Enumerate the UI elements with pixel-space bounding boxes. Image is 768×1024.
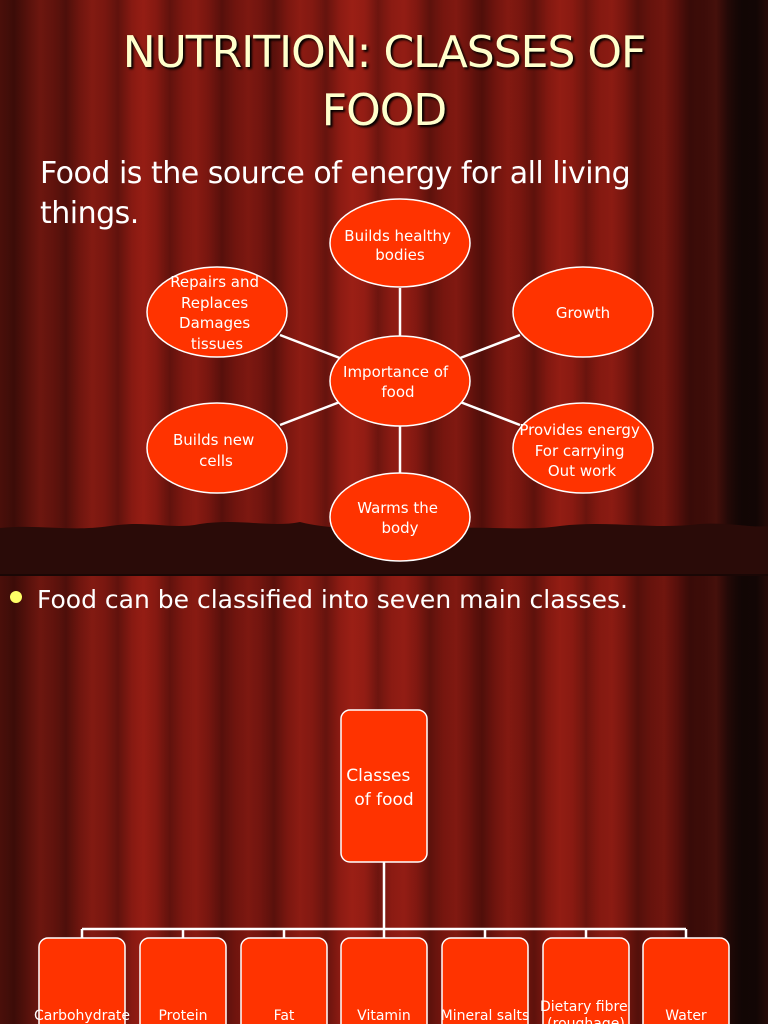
- connector-bottom-left: [279, 398, 346, 427]
- root-label: Classes of food: [346, 766, 415, 810]
- connector-top-right: [454, 333, 521, 362]
- slide-divider: [0, 574, 768, 577]
- root-box: [340, 709, 428, 863]
- node-top-label: Builds healthy bodies: [344, 227, 455, 264]
- spider-connectors: [279, 288, 521, 473]
- class-label-2: Protein: [158, 1008, 207, 1024]
- node-bottom-left: [146, 402, 288, 494]
- node-top-left: [146, 266, 288, 358]
- node-top: [329, 198, 471, 288]
- class-box-1: [38, 937, 126, 1024]
- intro-line-2: things.: [40, 196, 139, 231]
- node-top-left-label: Repairs and Replaces Damages tissues: [170, 273, 264, 353]
- class-box-5: [441, 937, 529, 1024]
- class-box-7: [642, 937, 730, 1024]
- title-line-2: FOOD: [321, 85, 447, 136]
- node-bottom-right-label: Provides energy For carrying Out work: [519, 421, 644, 480]
- node-bottom-right: [512, 402, 654, 494]
- bullet-text: Food can be classified into seven main c…: [37, 585, 628, 614]
- tree-connectors: [80, 862, 688, 940]
- class-box-4: [340, 937, 428, 1024]
- node-center-label: Importance of food: [343, 363, 453, 401]
- node-bottom-left-label: Builds new cells: [173, 431, 259, 470]
- class-label-5: Mineral salts: [441, 1008, 530, 1024]
- node-top-right: [512, 266, 654, 358]
- connector-bottom-right: [454, 398, 521, 427]
- spider-nodes: [146, 198, 654, 562]
- class-box-6: [542, 937, 630, 1024]
- class-label-4: Vitamin: [357, 1008, 411, 1024]
- intro-line-1: Food is the source of energy for all liv…: [40, 156, 631, 191]
- title-line-1: NUTRITION: CLASSES OF: [122, 27, 647, 78]
- node-bottom: [329, 472, 471, 562]
- node-bottom-label: Warms the body: [357, 499, 443, 537]
- class-label-1: Carbohydrate: [34, 1008, 130, 1024]
- slide-title: NUTRITION: CLASSES OF FOOD: [0, 24, 768, 140]
- node-top-right-label: Growth: [556, 304, 610, 322]
- class-box-2: [139, 937, 227, 1024]
- class-label-7: Water: [665, 1008, 707, 1024]
- connector-top-left: [279, 333, 346, 362]
- class-label-6: Dietary fibre (roughage): [540, 999, 632, 1024]
- class-label-3: Fat: [274, 1008, 295, 1024]
- class-box-3: [240, 937, 328, 1024]
- bullet-icon: [10, 591, 22, 603]
- node-center: [329, 335, 471, 427]
- intro-text: Food is the source of energy for all liv…: [40, 154, 720, 234]
